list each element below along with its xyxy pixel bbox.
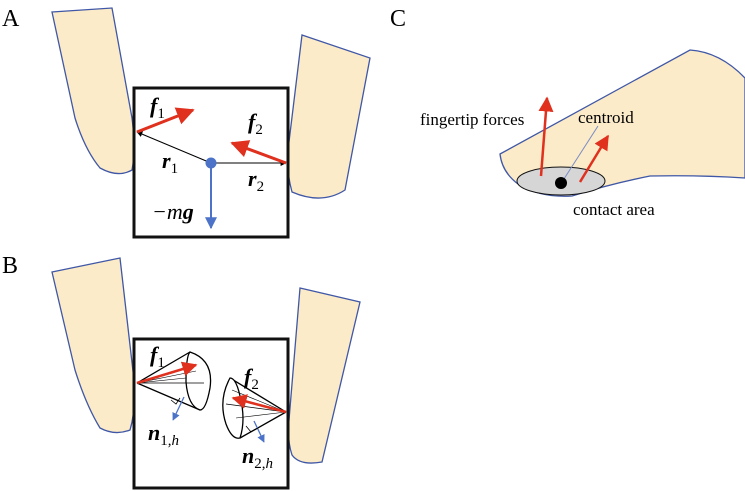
f2-force-arrow [231,394,287,414]
center-of-mass-dot [205,157,217,169]
n1h-label: n1,h [148,420,179,449]
f2-label: f2 [244,364,259,393]
panel-b-letter: B [2,253,18,279]
f2-force-arrow [230,140,287,165]
n2h-normal-arrow [253,420,265,443]
friction-cone-1 [136,351,212,411]
panel-b: B f1 f2 n1,h n2,h [2,253,361,490]
f1-label: f1 [150,342,165,371]
n2h-label: n2,h [242,443,273,472]
n1h-normal-arrow [172,396,185,421]
r1-vector [136,131,212,164]
n2h-right-angle-mark [245,425,259,433]
panel-c-letter: C [390,6,406,32]
r1-label: r1 [162,148,178,177]
right-finger-shape [286,34,371,199]
f1-force-arrow [136,361,198,385]
panel-a: A f1 f2 r1 r2 −mg [2,6,371,239]
f1-label: f1 [150,93,165,122]
grasped-object-box [132,86,290,239]
f2-label: f2 [248,109,263,138]
r2-label: r2 [248,166,264,195]
centroid-dot [555,177,567,189]
contact-area-label: contact area [573,200,655,219]
left-finger-shape [51,257,136,434]
centroid-label: centroid [578,108,634,127]
weight-label: −mg [152,199,194,224]
fingertip-forces-label: fingertip forces [420,110,524,129]
fingertip-force-arrow-2 [578,134,610,183]
centroid-leader-line [561,125,599,183]
left-finger-shape [51,7,135,175]
f1-force-arrow [136,107,195,134]
grasped-object-box [132,337,290,490]
panel-a-letter: A [2,6,20,32]
right-finger-shape [287,287,361,464]
n1h-right-angle-mark [170,397,181,405]
panel-c: C fingertip forces centroid contact area [390,6,745,219]
fingertip-force-arrow-1 [538,96,554,177]
